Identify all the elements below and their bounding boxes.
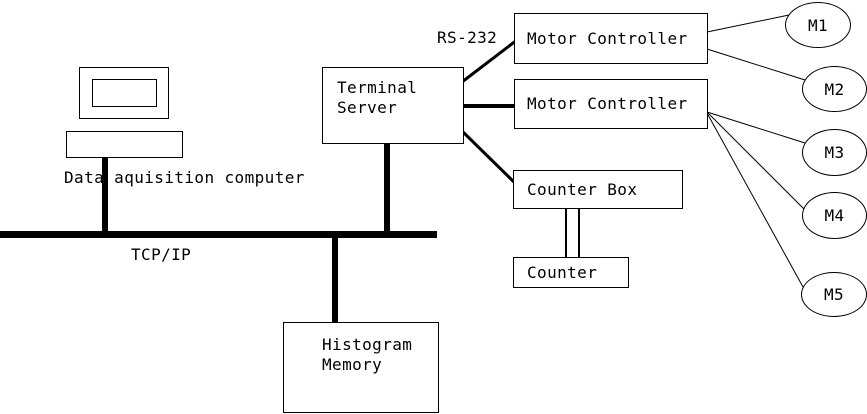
motor-m3-label: M3 — [824, 143, 845, 162]
connector-motor-controller-2-to-m5 — [706, 112, 804, 288]
rs232-label: RS-232 — [437, 28, 498, 47]
terminal-server-node: Terminal Server — [322, 67, 464, 144]
keyboard-icon — [66, 131, 183, 158]
tcpip-bus-label: TCP/IP — [131, 245, 192, 264]
connector-motor-controller-1-to-m2 — [706, 48, 806, 81]
monitor-screen-icon — [92, 79, 157, 107]
motor-m1-label: M1 — [807, 15, 829, 35]
counter-label: Counter — [527, 262, 598, 282]
data-acquisition-computer-label: Data aquisition computer — [64, 168, 305, 187]
motor-m2-node: M2 — [802, 66, 867, 112]
connector-motor-controller-2-to-m3 — [706, 111, 806, 144]
motor-m4-label: M4 — [824, 206, 845, 225]
motor-m5-node: M5 — [801, 272, 867, 317]
terminal-server-label: Terminal Server — [337, 78, 418, 117]
motor-m5-label: M5 — [823, 285, 845, 304]
motor-controller-1-node: Motor Controller — [514, 13, 708, 64]
connector-motor-controller-2-to-m4 — [706, 111, 806, 211]
histogram-memory-label: Histogram Memory — [322, 335, 413, 374]
counter-box-node: Counter Box — [513, 170, 683, 209]
motor-m3-node: M3 — [802, 129, 867, 176]
connector-motor-controller-1-to-m1 — [706, 14, 790, 33]
motor-controller-1-label: Motor Controller — [527, 28, 688, 48]
motor-m1-node: M1 — [785, 2, 851, 48]
counter-box-label: Counter Box — [527, 179, 638, 199]
motor-controller-2-label: Motor Controller — [527, 94, 688, 113]
counter-node: Counter — [513, 257, 629, 288]
motor-m4-node: M4 — [802, 192, 867, 239]
connector-terminal-server-to-counter-box — [460, 129, 518, 186]
histogram-memory-node: Histogram Memory — [283, 322, 439, 413]
motor-m2-label: M2 — [824, 79, 845, 99]
motor-controller-2-node: Motor Controller — [514, 79, 708, 129]
